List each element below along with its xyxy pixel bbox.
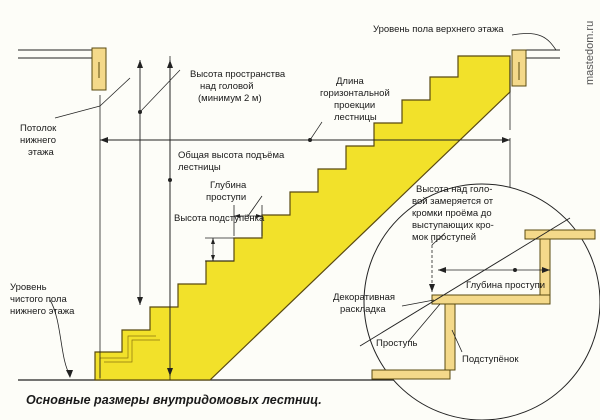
horizontal-projection-dimension <box>100 121 510 143</box>
svg-text:Декоративная: Декоративная <box>333 292 395 303</box>
label-lower-floor: Уровень чистого пола нижнего этажа <box>10 282 75 317</box>
label-riser-height: Высота подступёнка <box>174 213 265 224</box>
watermark: mastedom.ru <box>584 21 596 85</box>
total-rise-dimension <box>167 60 173 376</box>
svg-text:Общая высота подъёма: Общая высота подъёма <box>178 150 285 161</box>
svg-text:выступающих кро-: выступающих кро- <box>412 220 494 231</box>
svg-text:Длина: Длина <box>336 76 365 87</box>
headroom-dimension <box>137 60 181 305</box>
svg-text:чистого пола: чистого пола <box>10 294 67 305</box>
svg-text:Уровень: Уровень <box>10 282 47 293</box>
label-horizontal-projection: Длина горизонтальной проекции лестницы <box>320 76 390 123</box>
svg-text:раскладка: раскладка <box>340 304 386 315</box>
riser-height-dimension <box>205 237 234 262</box>
label-riser: Подступёнок <box>462 354 519 365</box>
caption: Основные размеры внутридомовых лестниц. <box>26 393 322 407</box>
detail-circle <box>359 183 600 420</box>
upper-floor-slab-left <box>18 47 107 91</box>
svg-text:Потолок: Потолок <box>20 123 57 134</box>
label-total-rise: Общая высота подъёма лестницы <box>178 150 285 173</box>
svg-text:Глубина: Глубина <box>210 180 247 191</box>
svg-text:лестницы: лестницы <box>334 112 377 123</box>
label-ceiling: Потолок нижнего этажа <box>20 123 57 158</box>
svg-text:горизонтальной: горизонтальной <box>320 88 390 99</box>
label-tread-depth: Глубина проступи <box>206 180 247 203</box>
svg-text:мок проступей: мок проступей <box>412 232 476 243</box>
svg-text:нижнего: нижнего <box>20 135 56 146</box>
label-detail-tread-depth: Глубина проступи <box>466 280 545 291</box>
stair-stringer <box>94 55 511 381</box>
svg-text:вой замеряется от: вой замеряется от <box>412 196 494 207</box>
svg-text:(минимум 2 м): (минимум 2 м) <box>198 93 262 104</box>
svg-text:кромки проёма до: кромки проёма до <box>412 208 492 219</box>
label-upper-floor: Уровень пола верхнего этажа <box>373 24 504 35</box>
svg-text:проступи: проступи <box>206 192 246 203</box>
svg-text:этажа: этажа <box>28 147 55 158</box>
svg-text:над головой: над головой <box>200 81 254 92</box>
label-nosing: Декоративная раскладка <box>333 292 395 315</box>
label-tread: Проступь <box>376 338 417 349</box>
svg-text:Высота пространства: Высота пространства <box>190 69 286 80</box>
svg-text:проекции: проекции <box>334 100 375 111</box>
label-headroom: Высота пространства над головой (минимум… <box>190 69 286 104</box>
svg-text:нижнего этажа: нижнего этажа <box>10 306 75 317</box>
tread-depth-dimension <box>233 195 263 236</box>
svg-text:Высота над голо-: Высота над голо- <box>416 184 492 195</box>
upper-floor-slab-right <box>511 49 560 87</box>
label-detail-headroom: Высота над голо- вой замеряется от кромк… <box>412 184 494 243</box>
svg-text:лестницы: лестницы <box>178 162 221 173</box>
